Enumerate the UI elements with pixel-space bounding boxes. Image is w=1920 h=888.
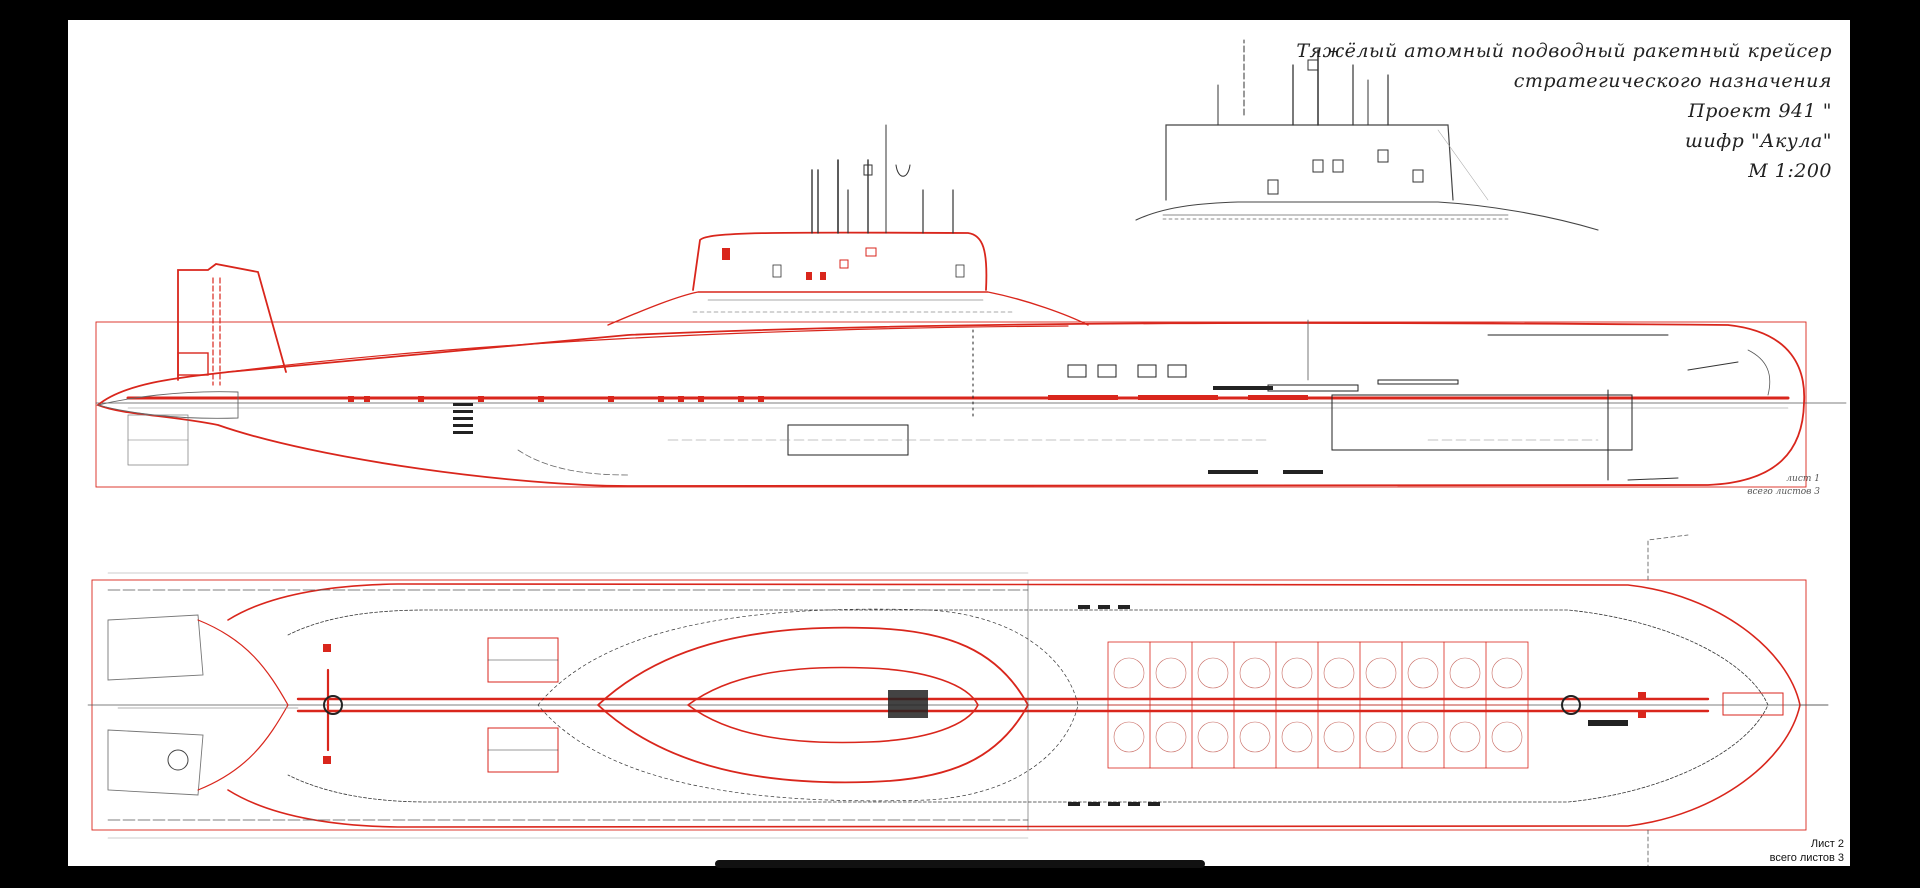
title-line-2: стратегического назначения bbox=[1513, 70, 1832, 92]
sail-detail-view bbox=[1135, 39, 1599, 231]
top-view bbox=[87, 534, 1829, 866]
hull-side-outline bbox=[96, 321, 1806, 487]
sheet-total: всего листов 3 bbox=[1769, 852, 1844, 864]
deck-line bbox=[227, 325, 1069, 373]
title-line-3: Проект 941 " bbox=[1688, 100, 1832, 122]
drawing-sheet: Тяжёлый атомный подводный ракетный крейс… bbox=[68, 20, 1850, 866]
sail-outline bbox=[692, 231, 988, 291]
title-line-4: шифр "Акула" bbox=[1685, 130, 1832, 152]
missile-silo-grid bbox=[1107, 641, 1529, 769]
side-view-note-1: лист 1 bbox=[1786, 474, 1820, 484]
hull-top-outline bbox=[227, 583, 1801, 828]
title-line-5: М 1:200 bbox=[1748, 160, 1832, 182]
sheet-number: Лист 2 bbox=[1810, 838, 1844, 850]
home-indicator-bar[interactable] bbox=[715, 860, 1205, 868]
tail-fin bbox=[177, 263, 287, 381]
blueprint-drawing bbox=[87, 39, 1847, 866]
side-view bbox=[95, 124, 1847, 488]
side-view-frame bbox=[95, 321, 1807, 488]
side-view-note-2: всего листов 3 bbox=[1747, 487, 1820, 497]
title-line-1: Тяжёлый атомный подводный ракетный крейс… bbox=[1296, 40, 1832, 62]
